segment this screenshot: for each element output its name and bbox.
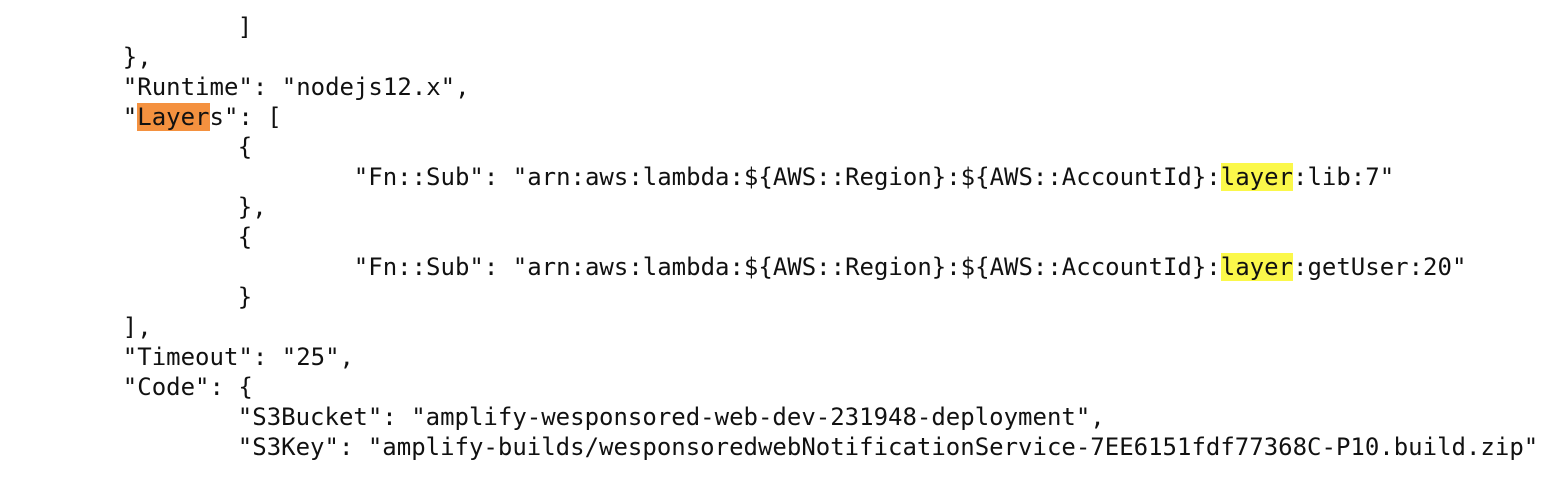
code-line-fn-sub: "Fn::Sub": "arn:aws:lambda:${AWS::Region… [296, 222, 1466, 281]
layers-quote: " [122, 103, 138, 131]
fn-sub-prefix: "Fn::Sub": "arn:aws:lambda:${AWS::Region… [353, 163, 1221, 191]
code-line-fn-sub: "Fn::Sub": "arn:aws:lambda:${AWS::Region… [296, 132, 1394, 191]
runtime-property: "Runtime": "nodejs12.x", [122, 73, 470, 101]
code-line: }, [180, 162, 267, 221]
timeout-property: "Timeout": "25", [122, 343, 354, 371]
brace-close: } [237, 283, 253, 311]
fn-sub-suffix: :lib:7" [1293, 163, 1395, 191]
brace-close: }, [237, 193, 267, 221]
code-line-layers: "Layers": [ [65, 72, 282, 131]
brace-open: { [237, 223, 253, 251]
brace-open: { [237, 133, 253, 161]
s3key-property: "S3Key": "amplify-builds/wesponsoredwebN… [237, 433, 1539, 461]
brace-close: }, [122, 43, 152, 71]
layers-key-rest: s": [ [209, 103, 282, 131]
code-line-code: "Code": { [65, 342, 253, 401]
code-line-timeout: "Timeout": "25", [65, 312, 354, 371]
array-close: ], [122, 313, 152, 341]
code-line: { [180, 102, 252, 161]
search-match: layer [1220, 253, 1293, 281]
code-line: ] [180, 0, 252, 41]
current-search-match: Layer [137, 103, 210, 131]
fn-sub-prefix: "Fn::Sub": "arn:aws:lambda:${AWS::Region… [353, 253, 1221, 281]
fn-sub-suffix: :getUser:20" [1293, 253, 1467, 281]
code-line-s3bucket: "S3Bucket": "amplify-wesponsored-web-dev… [180, 372, 1105, 431]
code-line-runtime: "Runtime": "nodejs12.x", [65, 42, 470, 101]
code-line: ], [65, 282, 152, 341]
code-line-s3key: "S3Key": "amplify-builds/wesponsoredwebN… [180, 402, 1538, 461]
code-property: "Code": { [122, 373, 253, 401]
code-viewer[interactable]: ] }, "Runtime": "nodejs12.x", "Layers": … [0, 0, 1560, 461]
code-line: { [180, 192, 252, 251]
code-line: }, [65, 12, 152, 71]
code-line: } [180, 252, 252, 311]
search-match: layer [1220, 163, 1293, 191]
bracket-close: ] [237, 13, 253, 41]
